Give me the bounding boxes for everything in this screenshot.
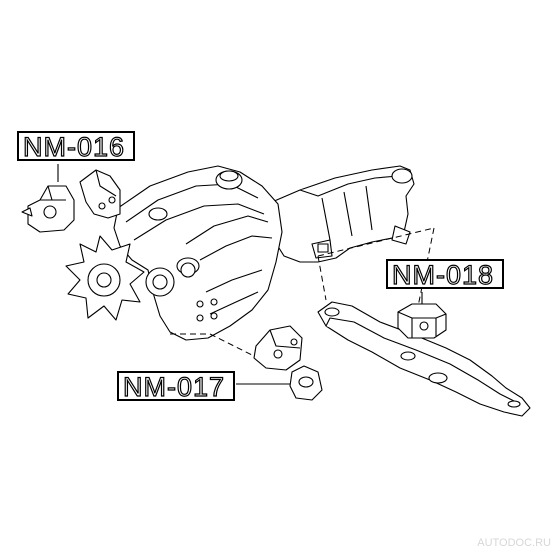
mount-nm-018 [397, 303, 447, 339]
crossmember [317, 301, 531, 417]
transmission [271, 165, 415, 263]
cooling-fan [65, 235, 145, 321]
part-label-nm-016: NM-016 [17, 131, 135, 162]
engine-block [113, 165, 283, 341]
part-label-nm-018: NM-018 [386, 259, 504, 290]
watermark: AUTODOC.RU [477, 537, 551, 549]
part-label-nm-017: NM-017 [117, 371, 235, 402]
mount-nm-017 [253, 325, 323, 401]
mount-nm-016 [21, 169, 121, 233]
